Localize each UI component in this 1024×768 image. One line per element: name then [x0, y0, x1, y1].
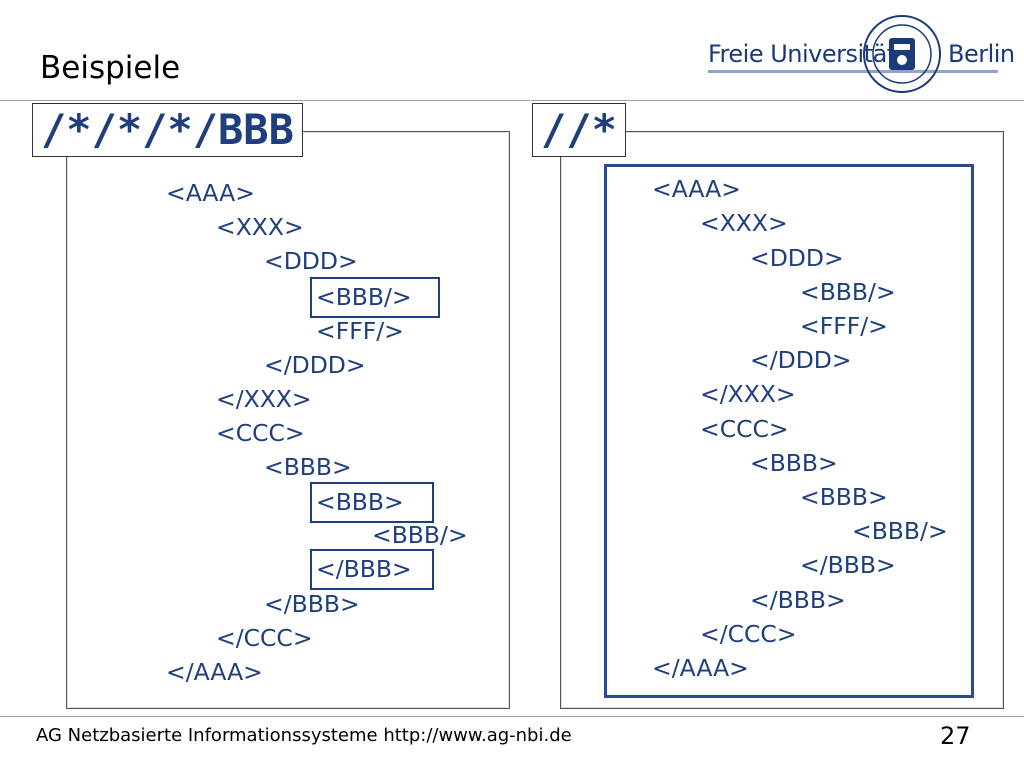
xml-line: <BBB/> — [316, 283, 412, 311]
xml-line: <DDD> — [750, 244, 844, 272]
xml-line: <BBB/> — [852, 517, 948, 545]
match-highlight-box — [310, 482, 434, 523]
xml-line: </CCC> — [700, 620, 797, 648]
xml-line: <AAA> — [166, 179, 255, 207]
left-query-label: /*/*/*/BBB — [32, 103, 303, 157]
brand-name-right: Berlin — [948, 40, 1015, 68]
header-divider — [0, 100, 1024, 101]
match-all-box — [604, 164, 974, 698]
match-highlight-box — [310, 277, 440, 318]
page-number: 27 — [940, 722, 971, 750]
xml-line: <BBB/> — [372, 521, 468, 549]
xml-line: <XXX> — [216, 213, 304, 241]
left-xml-listing: <AAA> <XXX> <DDD> <BBB/> <FFF/> </DDD> <… — [0, 0, 468, 686]
xml-line: <BBB> — [316, 488, 404, 516]
xml-line: <DDD> — [264, 247, 358, 275]
slide-title: Beispiele — [40, 50, 181, 86]
university-seal-icon — [863, 15, 941, 93]
xml-line: </DDD> — [264, 351, 366, 379]
xml-line: <XXX> — [700, 209, 788, 237]
xml-line: </CCC> — [216, 624, 313, 652]
xml-line: </BBB> — [750, 586, 846, 614]
left-example-panel — [66, 131, 510, 709]
xml-line: <CCC> — [700, 415, 789, 443]
footer-text: AG Netzbasierte Informationssysteme http… — [36, 725, 572, 746]
xml-line: <BBB/> — [800, 278, 896, 306]
right-example-panel — [560, 131, 1004, 709]
xml-line: </AAA> — [166, 658, 263, 686]
brand-underline — [708, 70, 998, 73]
xml-line: <FFF/> — [316, 317, 404, 345]
xml-line: </BBB> — [264, 590, 360, 618]
xml-line: </XXX> — [700, 380, 796, 408]
xml-line: <FFF/> — [800, 312, 888, 340]
xml-line: <BBB> — [800, 483, 888, 511]
xml-line: </DDD> — [750, 346, 852, 374]
xml-line: </BBB> — [316, 555, 412, 583]
footer-divider — [0, 716, 1024, 717]
xml-line: <BBB> — [750, 449, 838, 477]
xml-line: <BBB> — [264, 453, 352, 481]
xml-line: </BBB> — [800, 551, 896, 579]
right-xml-listing: <AAA> <XXX> <DDD> <BBB/> <FFF/> </DDD> <… — [0, 0, 948, 682]
match-highlight-box — [310, 549, 434, 590]
right-query-label: //* — [532, 103, 626, 157]
xml-line: <AAA> — [652, 175, 741, 203]
xml-line: </AAA> — [652, 654, 749, 682]
xml-line: </XXX> — [216, 385, 312, 413]
xml-line: <CCC> — [216, 419, 305, 447]
